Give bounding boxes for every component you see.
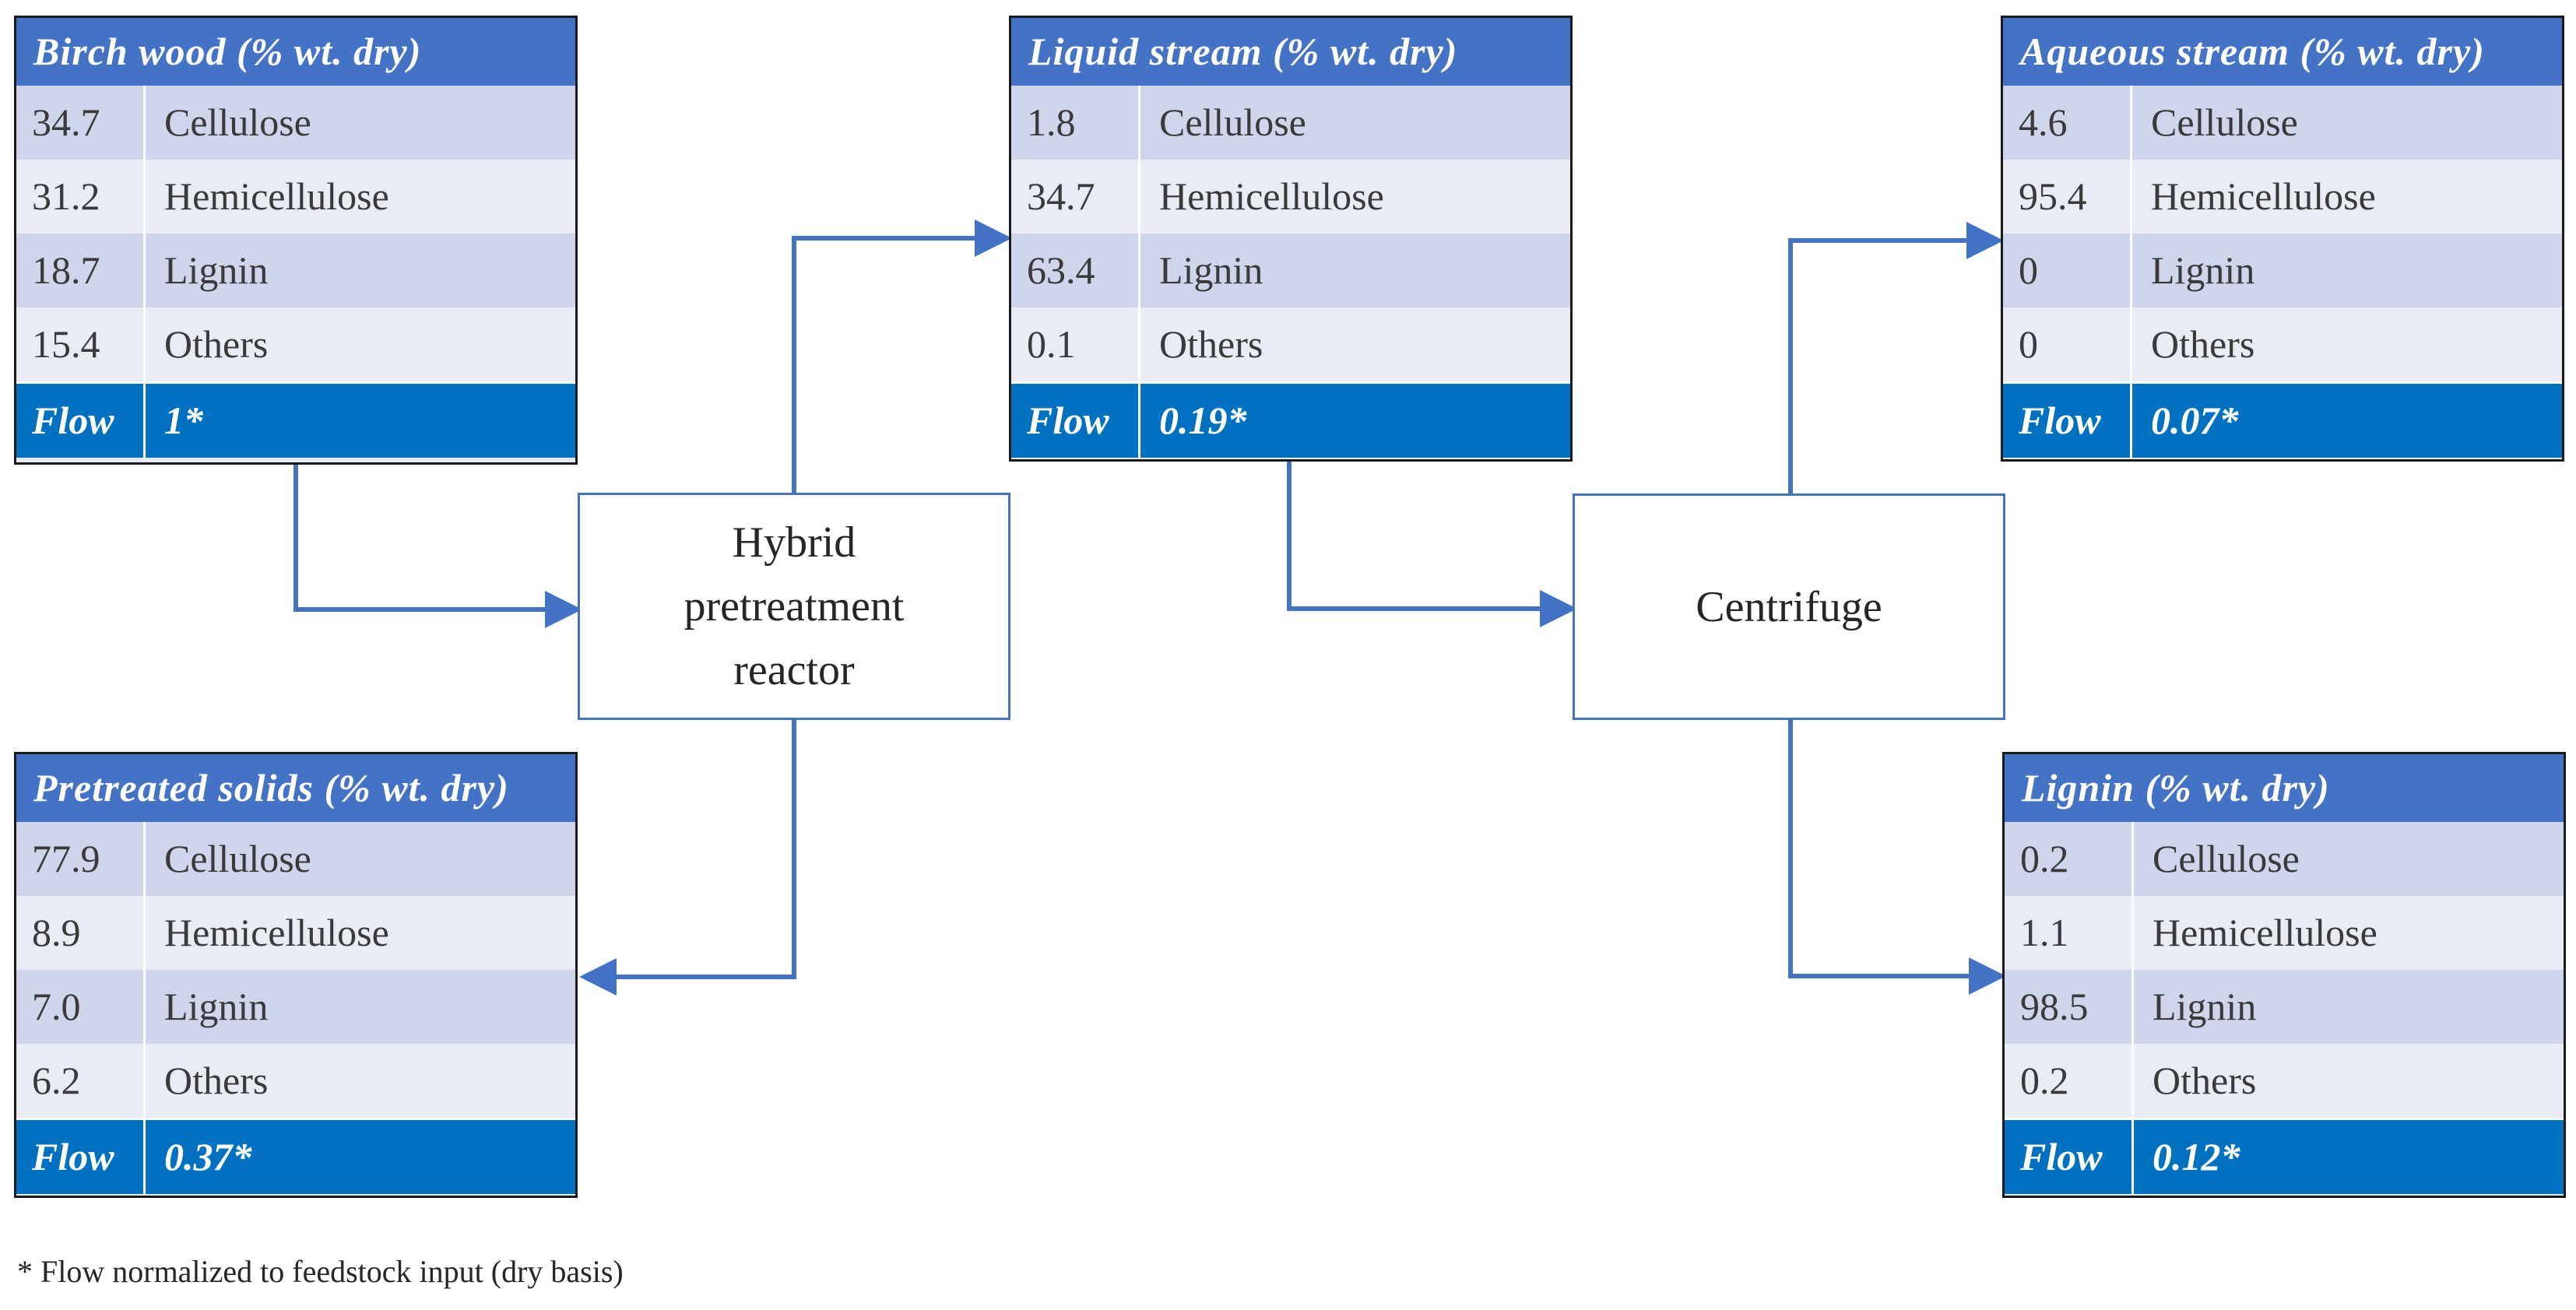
row-component: Lignin xyxy=(1159,248,1263,292)
table-row: 0 Lignin xyxy=(2003,234,2562,307)
row-component: Cellulose xyxy=(164,100,311,144)
row-component: Hemicellulose xyxy=(2153,911,2377,954)
row-component: Others xyxy=(1159,322,1263,366)
row-value: 4.6 xyxy=(2003,86,2132,160)
arrow-centrifuge-to-aqueous xyxy=(1788,222,2004,493)
table-row: 1.8 Cellulose xyxy=(1011,86,1570,160)
table-row: 7.0 Lignin xyxy=(16,970,575,1044)
flow-row: Flow 1* xyxy=(16,381,575,458)
flow-row: Flow 0.37* xyxy=(16,1118,575,1194)
row-component: Hemicellulose xyxy=(164,174,389,218)
flow-row: Flow 0.19* xyxy=(1011,381,1570,458)
centrifuge-box: Centrifuge xyxy=(1573,493,2005,720)
row-component: Cellulose xyxy=(1159,100,1306,144)
row-value: 15.4 xyxy=(16,307,146,381)
arrow-centrifuge-to-lignin xyxy=(1788,720,2006,995)
flow-label: Flow xyxy=(1011,384,1140,458)
row-component: Cellulose xyxy=(2153,837,2300,880)
arrow-birch-to-reactor xyxy=(293,465,582,628)
table-row: 98.5 Lignin xyxy=(2005,970,2564,1044)
table-row: 0.1 Others xyxy=(1011,307,1570,381)
table-row: 77.9 Cellulose xyxy=(16,822,575,896)
table-row: 8.9 Hemicellulose xyxy=(16,896,575,970)
row-value: 98.5 xyxy=(2005,970,2134,1044)
flow-label: Flow xyxy=(16,1120,146,1194)
table-row: 18.7 Lignin xyxy=(16,234,575,307)
flow-value: 1* xyxy=(164,399,203,442)
table-row: 31.2 Hemicellulose xyxy=(16,160,575,234)
row-component: Others xyxy=(164,322,269,366)
row-component: Hemicellulose xyxy=(164,911,389,954)
row-value: 31.2 xyxy=(16,160,146,234)
row-value: 0.2 xyxy=(2005,1044,2134,1118)
flow-label: Flow xyxy=(16,384,146,458)
table-row: 15.4 Others xyxy=(16,307,575,381)
row-component: Cellulose xyxy=(2151,100,2298,144)
table-title: Pretreated solids (% wt. dry) xyxy=(16,754,575,822)
arrow-liquid-to-centrifuge xyxy=(1287,462,1577,627)
row-component: Lignin xyxy=(2153,985,2257,1028)
arrow-reactor-to-liquid xyxy=(792,220,1012,493)
flow-value: 0.12* xyxy=(2153,1135,2240,1178)
table-birch-wood: Birch wood (% wt. dry) 34.7 Cellulose 31… xyxy=(14,16,578,465)
row-value: 18.7 xyxy=(16,234,146,307)
table-row: 34.7 Cellulose xyxy=(16,86,575,160)
flow-value: 0.07* xyxy=(2151,399,2239,442)
table-row: 0.2 Others xyxy=(2005,1044,2564,1118)
row-value: 0 xyxy=(2003,307,2132,381)
row-component: Hemicellulose xyxy=(2151,174,2376,218)
row-value: 1.8 xyxy=(1011,86,1140,160)
arrow-reactor-to-solids xyxy=(579,720,796,996)
row-value: 77.9 xyxy=(16,822,146,896)
row-component: Cellulose xyxy=(164,837,311,880)
table-aqueous-stream: Aqueous stream (% wt. dry) 4.6 Cellulose… xyxy=(2001,16,2564,462)
table-row: 1.1 Hemicellulose xyxy=(2005,896,2564,970)
table-row: 0.2 Cellulose xyxy=(2005,822,2564,896)
table-title: Birch wood (% wt. dry) xyxy=(16,18,575,86)
table-row: 63.4 Lignin xyxy=(1011,234,1570,307)
flow-label: Flow xyxy=(2003,384,2132,458)
table-title: Liquid stream (% wt. dry) xyxy=(1011,18,1570,86)
table-liquid-stream: Liquid stream (% wt. dry) 1.8 Cellulose … xyxy=(1009,16,1573,462)
table-row: 0 Others xyxy=(2003,307,2562,381)
row-component: Others xyxy=(2151,322,2255,366)
footnote: * Flow normalized to feedstock input (dr… xyxy=(17,1254,624,1289)
flow-row: Flow 0.12* xyxy=(2005,1118,2564,1194)
table-row: 34.7 Hemicellulose xyxy=(1011,160,1570,234)
table-title: Aqueous stream (% wt. dry) xyxy=(2003,18,2562,86)
row-value: 34.7 xyxy=(1011,160,1140,234)
table-row: 6.2 Others xyxy=(16,1044,575,1118)
table-row: 4.6 Cellulose xyxy=(2003,86,2562,160)
row-value: 95.4 xyxy=(2003,160,2132,234)
row-component: Others xyxy=(164,1059,269,1102)
row-value: 6.2 xyxy=(16,1044,146,1118)
table-lignin: Lignin (% wt. dry) 0.2 Cellulose 1.1 Hem… xyxy=(2002,752,2566,1198)
row-component: Lignin xyxy=(164,248,269,292)
row-component: Hemicellulose xyxy=(1159,174,1384,218)
table-title: Lignin (% wt. dry) xyxy=(2005,754,2564,822)
row-component: Others xyxy=(2153,1059,2257,1102)
row-component: Lignin xyxy=(164,985,269,1028)
row-value: 63.4 xyxy=(1011,234,1140,307)
row-value: 34.7 xyxy=(16,86,146,160)
row-component: Lignin xyxy=(2151,248,2255,292)
hybrid-pretreatment-reactor-box: Hybrid pretreatment reactor xyxy=(578,493,1010,720)
row-value: 7.0 xyxy=(16,970,146,1044)
table-row: 95.4 Hemicellulose xyxy=(2003,160,2562,234)
row-value: 0.1 xyxy=(1011,307,1140,381)
flow-value: 0.37* xyxy=(164,1135,252,1178)
flow-value: 0.19* xyxy=(1159,399,1247,442)
row-value: 1.1 xyxy=(2005,896,2134,970)
row-value: 0.2 xyxy=(2005,822,2134,896)
row-value: 8.9 xyxy=(16,896,146,970)
table-pretreated-solids: Pretreated solids (% wt. dry) 77.9 Cellu… xyxy=(14,752,578,1198)
flow-label: Flow xyxy=(2005,1120,2134,1194)
flow-row: Flow 0.07* xyxy=(2003,381,2562,458)
row-value: 0 xyxy=(2003,234,2132,307)
